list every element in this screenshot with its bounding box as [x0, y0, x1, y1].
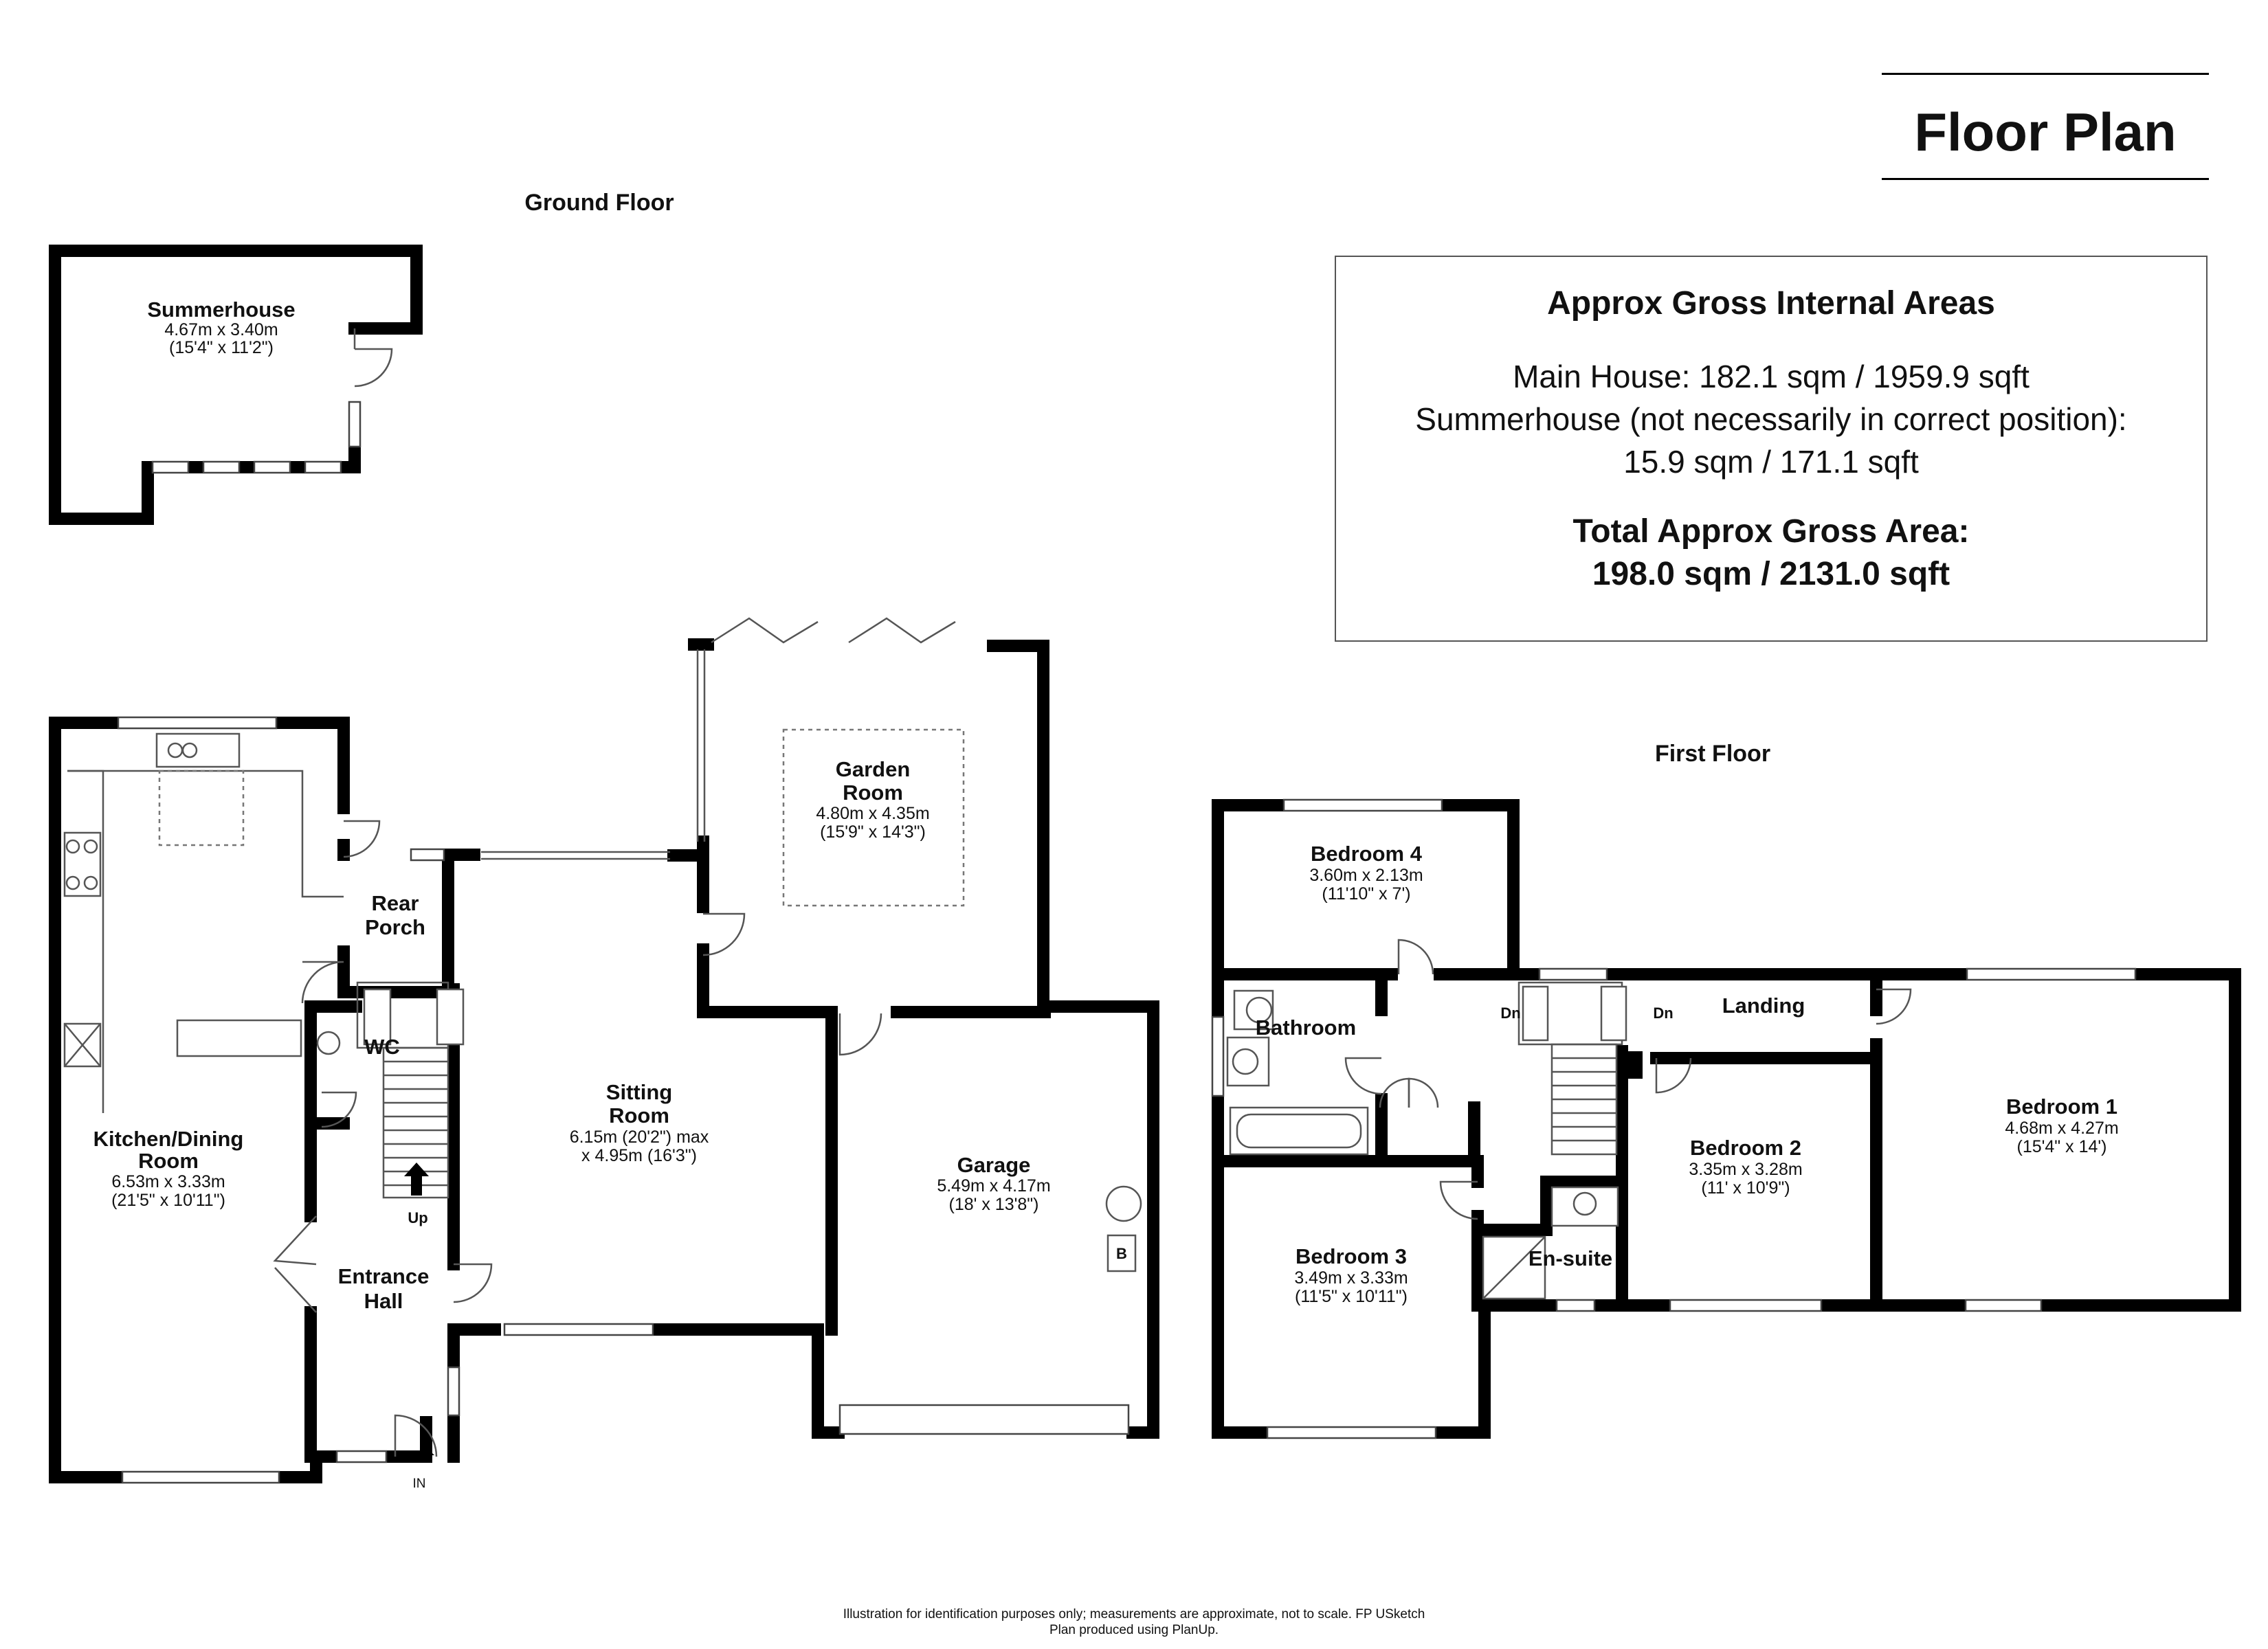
first-floor-details: [1211, 798, 2137, 1439]
bedroom4-name: Bedroom 4: [1311, 842, 1423, 866]
ground-floor-details: [63, 617, 1142, 1484]
garden-room-imperial: (15'9" x 14'3"): [820, 822, 926, 842]
landing-name: Landing: [1722, 994, 1805, 1018]
window: [503, 1323, 654, 1336]
sitting-room-metric: 6.15m (20'2") max: [570, 1128, 709, 1147]
stairs-down-label-2: Dn: [1653, 1005, 1673, 1022]
bedroom3-imperial: (11'5" x 10'11"): [1295, 1287, 1408, 1306]
window: [117, 716, 278, 730]
window: [1211, 1016, 1225, 1097]
window: [335, 1450, 388, 1463]
wc-name: WC: [364, 1035, 400, 1059]
window: [1555, 1299, 1596, 1312]
kitchen-imperial: (21'5" x 10'11"): [111, 1191, 225, 1210]
garage-name: Garage: [957, 1153, 1031, 1177]
entrance-in-label: IN: [413, 1477, 426, 1491]
main-house-area: Main House: 182.1 sqm / 1959.9 sqft: [1513, 359, 2030, 394]
window: [253, 460, 291, 474]
area-heading: Approx Gross Internal Areas: [1547, 285, 1995, 322]
ensuite-name: En-suite: [1528, 1246, 1612, 1270]
bedroom2-imperial: (11' x 10'9"): [1701, 1178, 1790, 1198]
bedroom2-name: Bedroom 2: [1690, 1136, 1801, 1160]
rear-porch-name-2: Porch: [365, 915, 425, 939]
sitting-room-imperial: x 4.95m (16'3"): [581, 1146, 697, 1165]
total-area-heading: Total Approx Gross Area:: [1572, 513, 1970, 550]
footer-disclaimer: Illustration for identification purposes…: [0, 1606, 2268, 1638]
ground-floor-walls: [49, 638, 1159, 1483]
kitchen-metric: 6.53m x 3.33m: [111, 1172, 225, 1191]
total-area-value: 198.0 sqm / 2131.0 sqft: [1592, 556, 1950, 592]
bedroom2-metric: 3.35m x 3.28m: [1689, 1160, 1802, 1179]
summerhouse-outline: [49, 245, 423, 525]
garage-imperial: (18' x 13'8"): [949, 1195, 1039, 1214]
window: [151, 460, 190, 474]
window: [202, 460, 241, 474]
first-floor-label: First Floor: [1655, 741, 1770, 767]
sitting-room-name-2: Room: [609, 1103, 669, 1128]
footer-line-2: Plan produced using PlanUp.: [1049, 1623, 1219, 1637]
garden-room-metric: 4.80m x 4.35m: [816, 804, 929, 823]
bedroom1-name: Bedroom 1: [2006, 1095, 2117, 1119]
window: [348, 401, 362, 448]
kitchen-name-1: Kitchen/Dining: [93, 1127, 244, 1151]
bedroom3-metric: 3.49m x 3.33m: [1294, 1268, 1408, 1288]
summerhouse-imperial: (15'4" x 11'2"): [169, 338, 274, 357]
stairs-up-label: Up: [408, 1209, 427, 1226]
window: [1266, 1426, 1437, 1439]
summerhouse-name: Summerhouse: [147, 298, 295, 322]
window: [1966, 967, 2137, 981]
summerhouse-area-label: Summerhouse (not necessarily in correct …: [1415, 401, 2127, 437]
garden-room-name-2: Room: [843, 781, 903, 805]
footer-line-1: Illustration for identification purposes…: [843, 1607, 1425, 1622]
window: [447, 1366, 460, 1417]
bedroom1-metric: 4.68m x 4.27m: [2005, 1119, 2118, 1138]
summerhouse-area-value: 15.9 sqm / 171.1 sqft: [1623, 444, 1919, 480]
bedroom3-name: Bedroom 3: [1296, 1244, 1407, 1268]
garage-metric: 5.49m x 4.17m: [937, 1176, 1050, 1196]
summerhouse-metric: 4.67m x 3.40m: [164, 320, 278, 339]
entrance-hall-name-1: Entrance: [338, 1264, 430, 1288]
entrance-hall-name-2: Hall: [364, 1289, 403, 1313]
bedroom1-imperial: (15'4" x 14'): [2017, 1137, 2107, 1156]
window: [1538, 967, 1608, 981]
garden-room-name-1: Garden: [836, 757, 911, 781]
bathroom-name: Bathroom: [1256, 1016, 1356, 1040]
window: [1964, 1299, 2043, 1312]
ground-floor-label: Ground Floor: [524, 190, 674, 216]
stairs-down-label: Dn: [1500, 1005, 1520, 1022]
bedroom4-imperial: (11'10" x 7'): [1322, 884, 1410, 904]
title-block: Floor Plan: [1882, 73, 2209, 180]
sitting-room-name-1: Sitting: [606, 1080, 672, 1104]
window: [304, 460, 342, 474]
window: [410, 848, 445, 862]
bedroom4-metric: 3.60m x 2.13m: [1309, 866, 1423, 885]
boiler-label: B: [1116, 1245, 1127, 1262]
window: [1282, 798, 1443, 812]
kitchen-name-2: Room: [138, 1149, 199, 1173]
window: [1669, 1299, 1823, 1312]
page-title: Floor Plan: [1914, 102, 2177, 162]
window: [121, 1470, 280, 1484]
garage-door: [838, 1404, 1130, 1435]
rear-porch-name-1: Rear: [372, 891, 419, 915]
area-summary-box: Approx Gross Internal Areas Main House: …: [1335, 256, 2208, 642]
